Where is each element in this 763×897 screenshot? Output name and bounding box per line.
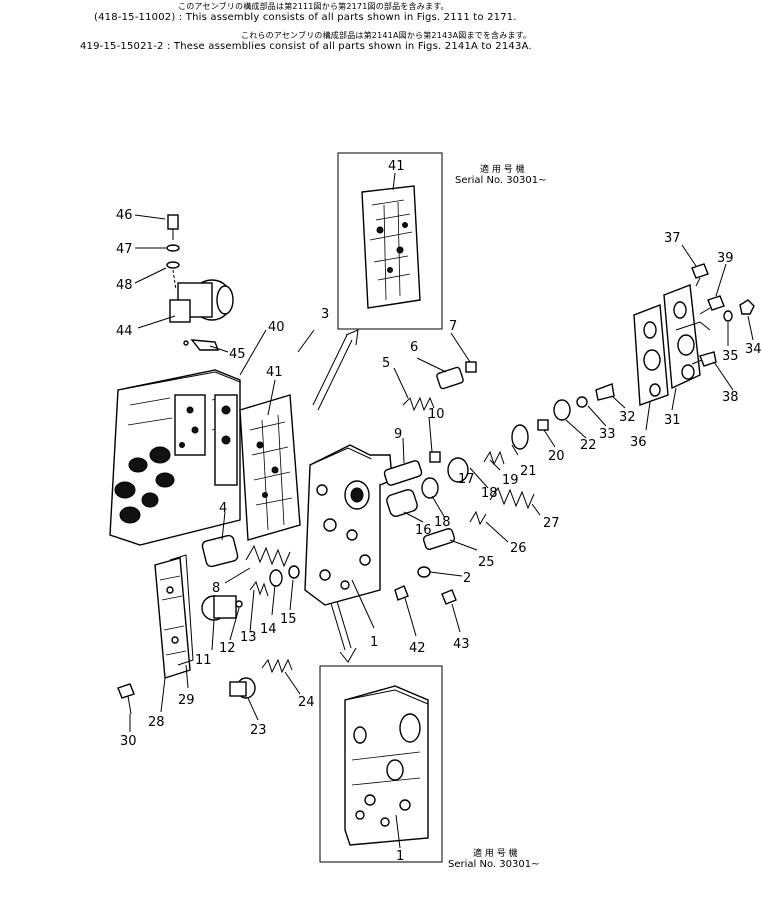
callout-22: 22	[580, 438, 597, 453]
serial-note-bottom: Serial No. 30301~	[448, 859, 539, 870]
callout-21: 21	[520, 464, 537, 479]
callout-7: 7	[449, 319, 457, 334]
callout-31: 31	[664, 413, 681, 428]
callout-24: 24	[298, 695, 315, 710]
callout-19: 19	[502, 473, 519, 488]
callout-46: 46	[116, 208, 133, 223]
callout-43: 43	[453, 637, 470, 652]
serial-note-top: Serial No. 30301~	[455, 175, 546, 186]
cover-28	[154, 557, 191, 679]
callout-33: 33	[599, 427, 616, 442]
callout-12: 12	[219, 641, 236, 656]
callout-18-upper: 18	[481, 486, 498, 501]
callout-30: 30	[120, 734, 137, 749]
serial-note-top-jp: 適 用 号 機	[480, 163, 525, 175]
callout-18-lower: 18	[434, 515, 451, 530]
callout-11: 11	[195, 653, 212, 668]
callout-17: 17	[458, 472, 475, 487]
callout-20: 20	[548, 449, 565, 464]
center-plate	[239, 394, 301, 541]
callout-36: 36	[630, 435, 647, 450]
callout-48: 48	[116, 278, 133, 293]
callout-6: 6	[410, 340, 418, 355]
callout-5: 5	[382, 356, 390, 371]
callout-1-bottom: 1	[396, 849, 404, 864]
callout-3: 3	[321, 307, 329, 322]
header-note-assembly-2: 419-15-15021-2 : These assemblies consis…	[80, 41, 532, 52]
callout-26: 26	[510, 541, 527, 556]
top-inset: 41 適 用 号 機 Serial No. 30301~	[337, 152, 546, 330]
callout-37: 37	[664, 231, 681, 246]
callout-32: 32	[619, 410, 636, 425]
bolt-46-shape	[167, 214, 179, 230]
header-note-jp-2: これらのアセンブリの構成部品は第2141A図から第2143A図までを含みます。	[241, 31, 532, 40]
callout-38: 38	[722, 390, 739, 405]
callout-8: 8	[212, 581, 220, 596]
callout-13: 13	[240, 630, 257, 645]
callout-45: 45	[229, 347, 246, 362]
callout-40: 40	[268, 320, 285, 335]
callout-16: 16	[415, 523, 432, 538]
callout-25: 25	[478, 555, 495, 570]
callout-41-top: 41	[388, 159, 405, 174]
callouts: 46 47 48 44 45 40 41 3 5 6 7 10 9 4 8 11…	[116, 208, 762, 749]
callout-41: 41	[266, 365, 283, 380]
callout-39: 39	[717, 251, 734, 266]
callout-47: 47	[116, 242, 133, 257]
solenoid	[169, 279, 234, 323]
main-body	[304, 444, 393, 606]
callout-4: 4	[219, 501, 227, 516]
callout-14: 14	[260, 622, 277, 637]
callout-34: 34	[745, 342, 762, 357]
callout-44: 44	[116, 324, 133, 339]
callout-35: 35	[722, 349, 739, 364]
bottom-inset: 1 適 用 号 機 Serial No. 30301~	[319, 665, 539, 870]
callout-29: 29	[178, 693, 195, 708]
callout-23: 23	[250, 723, 267, 738]
callout-2: 2	[463, 571, 471, 586]
header-note-assembly-1: (418-15-11002) : This assembly consists …	[94, 12, 517, 23]
callout-42: 42	[409, 641, 426, 656]
callout-10: 10	[428, 407, 445, 422]
callout-28: 28	[148, 715, 165, 730]
left-valve-block	[109, 369, 241, 546]
serial-note-bottom-jp: 適 用 号 機	[473, 847, 518, 859]
callout-15: 15	[280, 612, 297, 627]
callout-1: 1	[370, 635, 378, 650]
header-note-jp-1: このアセンブリの構成部品は第2111図から第2171図の部品を含みます。	[178, 2, 449, 11]
leader-lines	[129, 214, 754, 732]
callout-9: 9	[394, 427, 402, 442]
callout-27: 27	[543, 516, 560, 531]
